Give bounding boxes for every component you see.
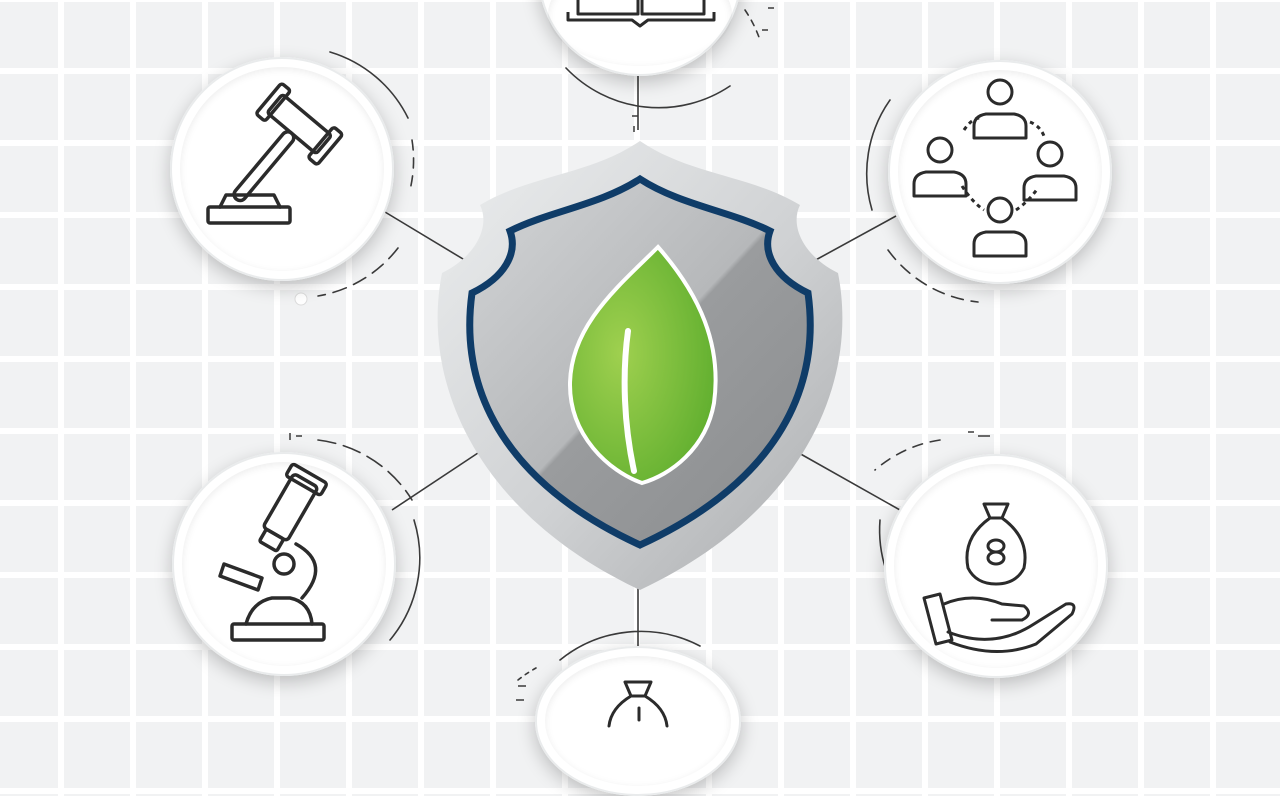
gavel-circle <box>170 57 394 281</box>
shield-leaf-icon <box>437 141 843 590</box>
decor-arc <box>409 139 415 191</box>
connector-line <box>391 444 491 511</box>
decor-arc <box>317 247 399 297</box>
money-hand-circle <box>884 454 1108 678</box>
decor-arc <box>389 519 421 641</box>
decor-arc <box>517 667 537 681</box>
connector-line <box>384 211 469 263</box>
team-circle <box>888 60 1112 284</box>
connector-line <box>811 215 897 263</box>
connector-line <box>789 447 901 511</box>
decor-arc <box>874 439 941 471</box>
decor-arc <box>317 439 413 501</box>
decor-arc <box>559 630 701 661</box>
leaf-shape <box>567 244 718 486</box>
decor-arc <box>887 249 979 303</box>
microscope-circle <box>172 452 396 676</box>
book-circle <box>538 0 742 76</box>
decor-arc <box>744 9 761 41</box>
decor-arc <box>565 67 731 109</box>
decor-dot <box>294 292 308 306</box>
decor-marks <box>289 7 990 701</box>
decor-arc <box>329 51 409 119</box>
leaf-vein <box>621 328 637 474</box>
decor-arc <box>865 99 891 211</box>
infographic <box>170 0 1112 796</box>
connector-layer <box>294 9 979 681</box>
